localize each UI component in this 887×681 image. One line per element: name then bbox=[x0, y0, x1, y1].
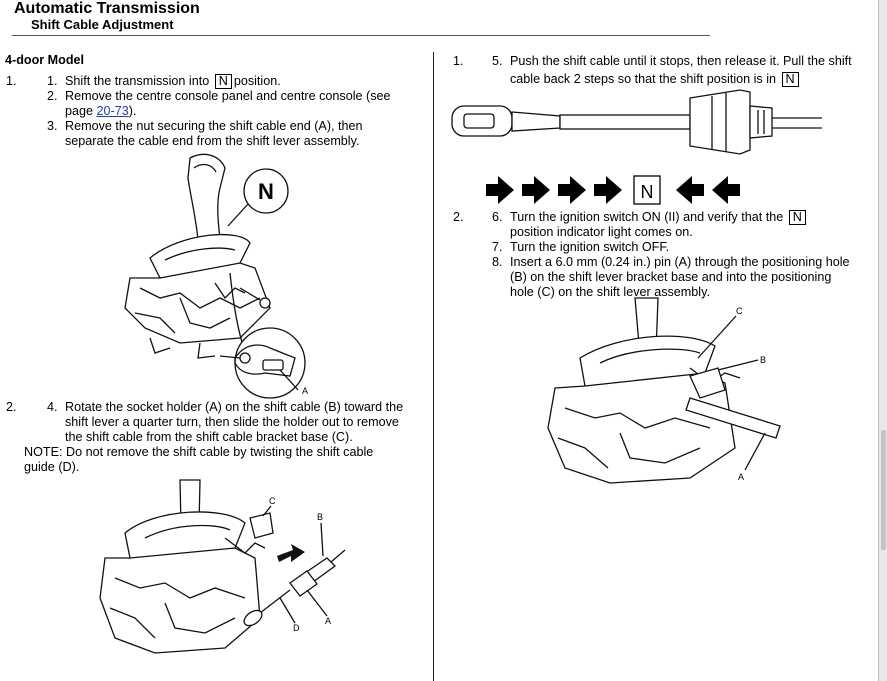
step-text-part: position. bbox=[233, 74, 281, 88]
callout-a3: A bbox=[738, 472, 744, 482]
step-text-part: ). bbox=[128, 104, 137, 118]
callout-c3: C bbox=[736, 306, 743, 316]
step-number: 6. bbox=[492, 210, 503, 224]
step-text: page 20-73). bbox=[65, 104, 136, 119]
arrows-n-label: N bbox=[641, 182, 654, 202]
scrollbar-thumb[interactable] bbox=[881, 430, 886, 550]
step-text-part: Turn the ignition switch ON (II) and ver… bbox=[510, 210, 784, 224]
step-number: 1. bbox=[47, 74, 58, 88]
step-group-number: 1. bbox=[453, 54, 464, 68]
left-arrow-icon bbox=[712, 176, 740, 204]
gear-n-box: N bbox=[788, 210, 806, 225]
column-divider bbox=[433, 52, 434, 681]
step-text: the shift cable from the shift cable bra… bbox=[65, 430, 353, 444]
step-text: Turn the ignition switch ON (II) and ver… bbox=[510, 210, 808, 225]
callout-a: A bbox=[302, 386, 308, 396]
callout-d: D bbox=[293, 623, 300, 633]
shift-lever-figure-1: N A bbox=[124, 153, 308, 399]
step-text: Insert a 6.0 mm (0.24 in.) pin (A) throu… bbox=[510, 255, 850, 269]
left-arrow-icon bbox=[676, 176, 704, 204]
callout-c: C bbox=[269, 496, 276, 506]
step-text: Rotate the socket holder (A) on the shif… bbox=[65, 400, 404, 414]
step-number: 3. bbox=[47, 119, 58, 133]
big-n-label: N bbox=[258, 179, 274, 204]
gear-n-box: N bbox=[214, 74, 232, 89]
step-number: 4. bbox=[47, 400, 58, 414]
page-link[interactable]: 20-73 bbox=[96, 104, 129, 118]
note-text: NOTE: Do not remove the shift cable by t… bbox=[24, 445, 374, 459]
step-number: 8. bbox=[492, 255, 503, 269]
step-group-number: 2. bbox=[453, 210, 464, 224]
step-text-part: Shift the transmission into bbox=[65, 74, 210, 88]
step-text: hole (C) on the shift lever assembly. bbox=[510, 285, 710, 299]
right-arrow-icon bbox=[522, 176, 550, 204]
step-text: Turn the ignition switch OFF. bbox=[510, 240, 670, 254]
step-number: 7. bbox=[492, 240, 503, 254]
step-text: shift lever a quarter turn, then slide t… bbox=[65, 415, 399, 429]
note-text: guide (D). bbox=[24, 460, 80, 474]
shift-cable-figure bbox=[451, 89, 822, 155]
step-text: position indicator light comes on. bbox=[510, 225, 693, 239]
model-heading: 4-door Model bbox=[5, 53, 85, 67]
step-text: Remove the centre console panel and cent… bbox=[65, 89, 391, 103]
callout-a2: A bbox=[325, 616, 331, 626]
step-text-part: page bbox=[65, 104, 97, 118]
push-pull-arrows: N bbox=[486, 175, 740, 205]
callout-b: B bbox=[317, 512, 323, 522]
page-subtitle: Shift Cable Adjustment bbox=[31, 17, 174, 32]
right-arrow-icon bbox=[558, 176, 586, 204]
step-number: 5. bbox=[492, 54, 503, 68]
gear-n-box: N bbox=[781, 72, 799, 87]
step-text: (B) on the shift lever bracket base and … bbox=[510, 270, 832, 284]
pin-insertion-figure: B C A bbox=[547, 297, 781, 484]
step-text: Remove the nut securing the shift cable … bbox=[65, 119, 363, 133]
right-arrow-icon bbox=[486, 176, 514, 204]
step-text: cable back 2 steps so that the shift pos… bbox=[510, 72, 801, 87]
page-title: Automatic Transmission bbox=[14, 0, 200, 17]
step-number: 2. bbox=[47, 89, 58, 103]
step-group-number: 2. bbox=[6, 400, 17, 414]
step-group-number: 1. bbox=[6, 74, 17, 88]
shift-lever-figure-2: C B A D bbox=[99, 479, 346, 654]
step-text: separate the cable end from the shift le… bbox=[65, 134, 360, 148]
scrollbar[interactable] bbox=[878, 0, 887, 681]
step-text: Push the shift cable until it stops, the… bbox=[510, 54, 852, 68]
right-arrow-icon bbox=[594, 176, 622, 204]
callout-b3: B bbox=[760, 355, 766, 365]
header-rule bbox=[12, 35, 710, 36]
step-text-part: cable back 2 steps so that the shift pos… bbox=[510, 72, 777, 86]
